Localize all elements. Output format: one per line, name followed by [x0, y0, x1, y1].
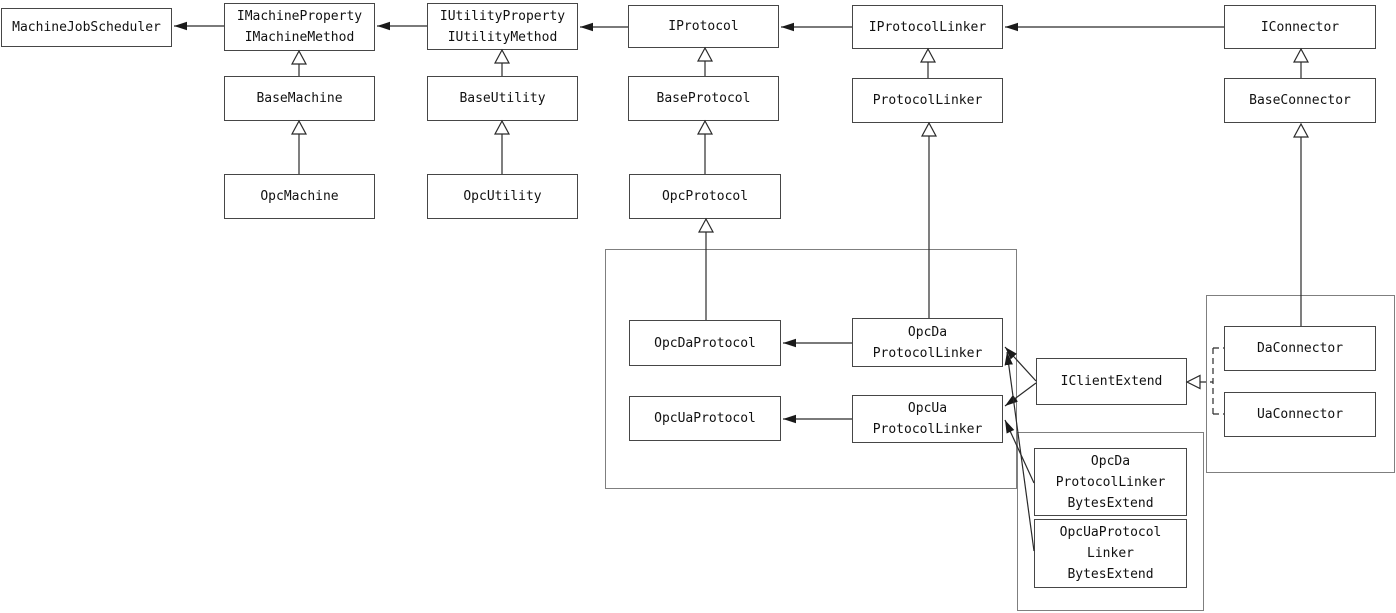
class-node-opc-ua-protocol: OpcUaProtocol — [629, 396, 781, 441]
class-node-machine-job-scheduler: MachineJobScheduler — [1, 8, 172, 47]
class-node-i-machine-property-method: IMachineProperty IMachineMethod — [224, 3, 375, 51]
inheritance-triangle — [919, 47, 937, 63]
group-opc-protocol-implementations — [605, 249, 1017, 489]
class-node-da-connector: DaConnector — [1224, 326, 1376, 371]
class-node-opc-ua-protocol-linker-bytes-extend: OpcUaProtocol Linker BytesExtend — [1034, 519, 1187, 588]
class-node-opc-da-protocol-linker: OpcDa ProtocolLinker — [852, 318, 1003, 367]
class-node-i-connector: IConnector — [1224, 5, 1376, 49]
inheritance-triangle — [290, 49, 308, 65]
class-node-i-client-extend: IClientExtend — [1036, 358, 1187, 405]
class-node-opc-da-protocol-linker-bytes-extend: OpcDa ProtocolLinker BytesExtend — [1034, 448, 1187, 516]
inheritance-triangle — [697, 217, 715, 233]
class-node-base-machine: BaseMachine — [224, 76, 375, 121]
inheritance-triangle — [290, 119, 308, 135]
class-node-opc-machine: OpcMachine — [224, 174, 375, 219]
class-node-ua-connector: UaConnector — [1224, 392, 1376, 437]
inheritance-triangle — [696, 119, 714, 135]
class-node-opc-utility: OpcUtility — [427, 174, 578, 219]
realization-triangle — [1185, 374, 1201, 390]
inheritance-triangle — [493, 119, 511, 135]
class-node-i-protocol-linker: IProtocolLinker — [852, 5, 1003, 49]
class-node-base-utility: BaseUtility — [427, 76, 578, 121]
inheritance-triangle — [696, 46, 714, 62]
group-connectors — [1206, 295, 1395, 473]
class-node-opc-protocol: OpcProtocol — [629, 174, 781, 219]
class-node-i-utility-property-method: IUtilityProperty IUtilityMethod — [427, 3, 578, 50]
class-node-opc-ua-protocol-linker: OpcUa ProtocolLinker — [852, 395, 1003, 443]
inheritance-triangle — [1292, 47, 1310, 63]
inheritance-triangle — [920, 121, 938, 137]
class-node-i-protocol: IProtocol — [628, 5, 779, 48]
inheritance-triangle — [493, 48, 511, 64]
class-node-base-connector: BaseConnector — [1224, 78, 1376, 123]
inheritance-triangle — [1292, 122, 1310, 138]
class-node-opc-da-protocol: OpcDaProtocol — [629, 320, 781, 366]
class-node-protocol-linker: ProtocolLinker — [852, 78, 1003, 123]
class-node-base-protocol: BaseProtocol — [628, 76, 779, 121]
